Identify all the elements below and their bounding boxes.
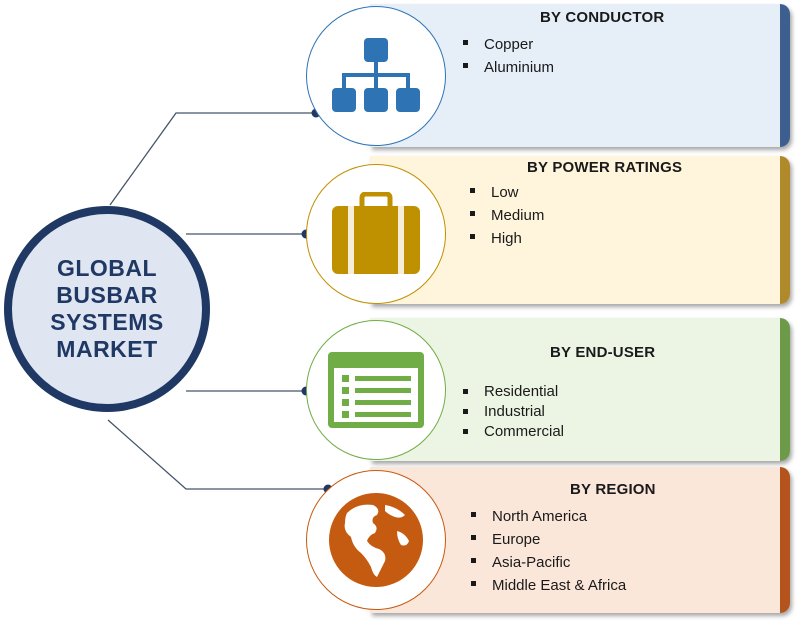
hub-title-line: SYSTEMS <box>50 309 164 335</box>
connector-region <box>107 419 328 490</box>
list-item: Industrial <box>460 402 564 422</box>
segment-icon-badge <box>306 164 446 304</box>
hub-title-line: GLOBAL <box>56 255 158 281</box>
market-hub-circle: GLOBAL BUSBAR SYSTEMS MARKET <box>4 206 210 412</box>
segment-icon-badge <box>306 320 446 460</box>
list-item: High <box>467 227 544 250</box>
list-item: Medium <box>467 204 544 227</box>
list-item: Asia-Pacific <box>468 551 626 574</box>
segment-icon-badge <box>306 470 446 610</box>
hub-title-line: BUSBAR <box>56 282 158 308</box>
segment-title: BY POWER RATINGS <box>527 159 683 176</box>
list-icon <box>328 352 424 428</box>
hub-title: GLOBAL BUSBAR SYSTEMS MARKET <box>50 255 163 363</box>
segment-list: North America Europe Asia-Pacific Middle… <box>468 505 626 597</box>
list-item: Low <box>467 181 544 204</box>
segment-title: BY CONDUCTOR <box>540 9 665 26</box>
connector-conductor <box>109 112 316 206</box>
list-item: North America <box>468 505 626 528</box>
globe-icon <box>329 493 423 587</box>
list-item: Residential <box>460 382 564 402</box>
segment-list: Residential Industrial Commercial <box>460 382 564 442</box>
segment-list: Low Medium High <box>467 181 544 250</box>
hub-title-line: MARKET <box>56 336 158 362</box>
segment-title: BY END-USER <box>550 344 656 361</box>
list-item: Commercial <box>460 422 564 442</box>
briefcase-icon <box>332 192 420 274</box>
list-item: Copper <box>460 33 554 56</box>
list-item: Aluminium <box>460 56 554 79</box>
hierarchy-icon <box>332 38 420 112</box>
segment-icon-badge <box>306 6 446 146</box>
segment-title: BY REGION <box>570 481 656 498</box>
segment-list: Copper Aluminium <box>460 33 554 79</box>
list-item: Europe <box>468 528 626 551</box>
list-item: Middle East & Africa <box>468 574 626 597</box>
